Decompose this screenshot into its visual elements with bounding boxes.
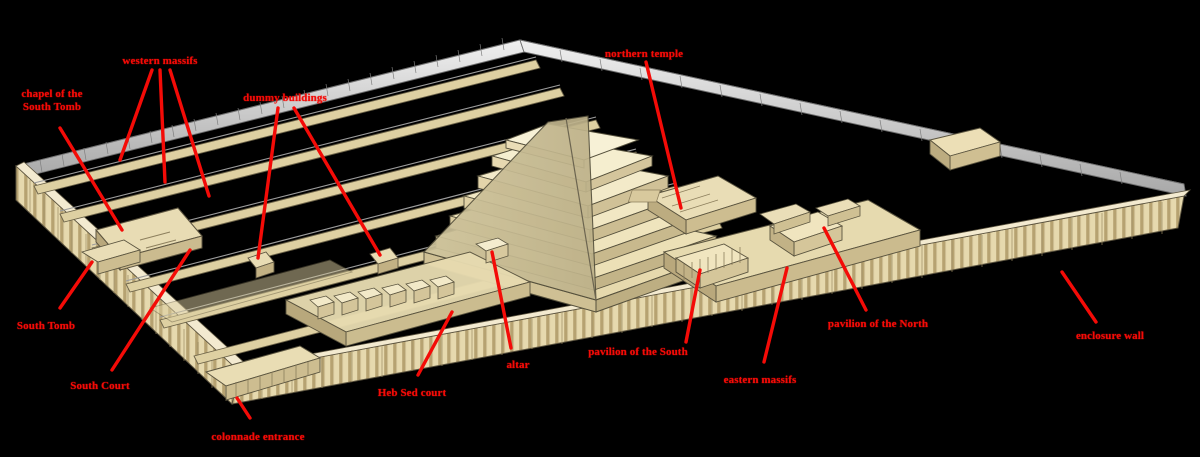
- label-south-court: South Court: [70, 380, 129, 393]
- label-text: pavilion of the South: [588, 346, 688, 358]
- leader-chapel-south-tomb: [58, 126, 124, 232]
- south-court: [148, 259, 354, 323]
- label-south-tomb: South Tomb: [17, 320, 75, 333]
- leader-lines: [58, 60, 1098, 420]
- leader-dummy-b: [292, 106, 382, 257]
- leader-western-massif-a: [118, 68, 154, 162]
- label-text: western massifs: [122, 55, 198, 67]
- colonnade-entrance: [204, 345, 322, 401]
- eastern-massifs-blocks: [759, 198, 861, 235]
- label-eastern-massifs: eastern massifs: [724, 374, 797, 387]
- pavilion-of-the-north-block: [768, 211, 844, 257]
- leader-eastern-massifs: [762, 266, 789, 364]
- label-text: chapel of the: [21, 88, 83, 100]
- label-dummy-buildings: dummy buildings: [243, 92, 327, 105]
- label-text-line2: South Tomb: [22, 100, 82, 113]
- leader-south-court: [110, 248, 192, 372]
- north-east-bastion: [929, 127, 1002, 171]
- label-pavilion-of-the-north: pavilion of the North: [828, 318, 928, 331]
- leader-colonnade: [235, 396, 252, 420]
- label-text: northern temple: [604, 48, 684, 60]
- label-text: South Court: [70, 380, 130, 392]
- label-altar: altar: [506, 359, 529, 372]
- label-text: Heb Sed court: [377, 387, 447, 399]
- south-tomb: [80, 239, 142, 275]
- label-text: enclosure wall: [1075, 330, 1145, 342]
- label-enclosure-wall: enclosure wall: [1076, 330, 1144, 343]
- leader-altar: [490, 250, 513, 350]
- label-heb-sed-court: Heb Sed court: [378, 387, 447, 400]
- label-text: pavilion of the North: [827, 318, 929, 330]
- heb-sed-court: [284, 237, 532, 347]
- label-text: eastern massifs: [723, 374, 797, 386]
- leader-western-massif-c: [168, 68, 211, 198]
- altar-block: [475, 237, 509, 264]
- leader-dummy-a: [256, 106, 280, 260]
- leader-heb-sed-court: [416, 310, 454, 377]
- label-text: dummy buildings: [243, 92, 327, 104]
- label-text: South Tomb: [16, 320, 76, 332]
- leader-northern-temple: [644, 60, 683, 210]
- label-pavilion-of-the-south: pavilion of the South: [588, 346, 688, 359]
- pavilion-of-the-south-block: [674, 243, 750, 289]
- label-text: colonnade entrance: [211, 431, 305, 443]
- leader-pavilion-north: [822, 226, 868, 312]
- northern-temple: [627, 175, 758, 235]
- heb-sed-chapels: [309, 275, 455, 320]
- label-colonnade-entrance: colonnade entrance: [211, 431, 304, 444]
- leader-south-tomb: [58, 260, 94, 310]
- label-northern-temple: northern temple: [605, 48, 683, 61]
- leader-pavilion-south: [684, 268, 702, 344]
- leader-western-massif-b: [158, 68, 167, 184]
- label-western-massifs: western massifs: [122, 55, 197, 68]
- leader-enclosure-wall: [1060, 270, 1098, 324]
- label-text: altar: [506, 359, 530, 371]
